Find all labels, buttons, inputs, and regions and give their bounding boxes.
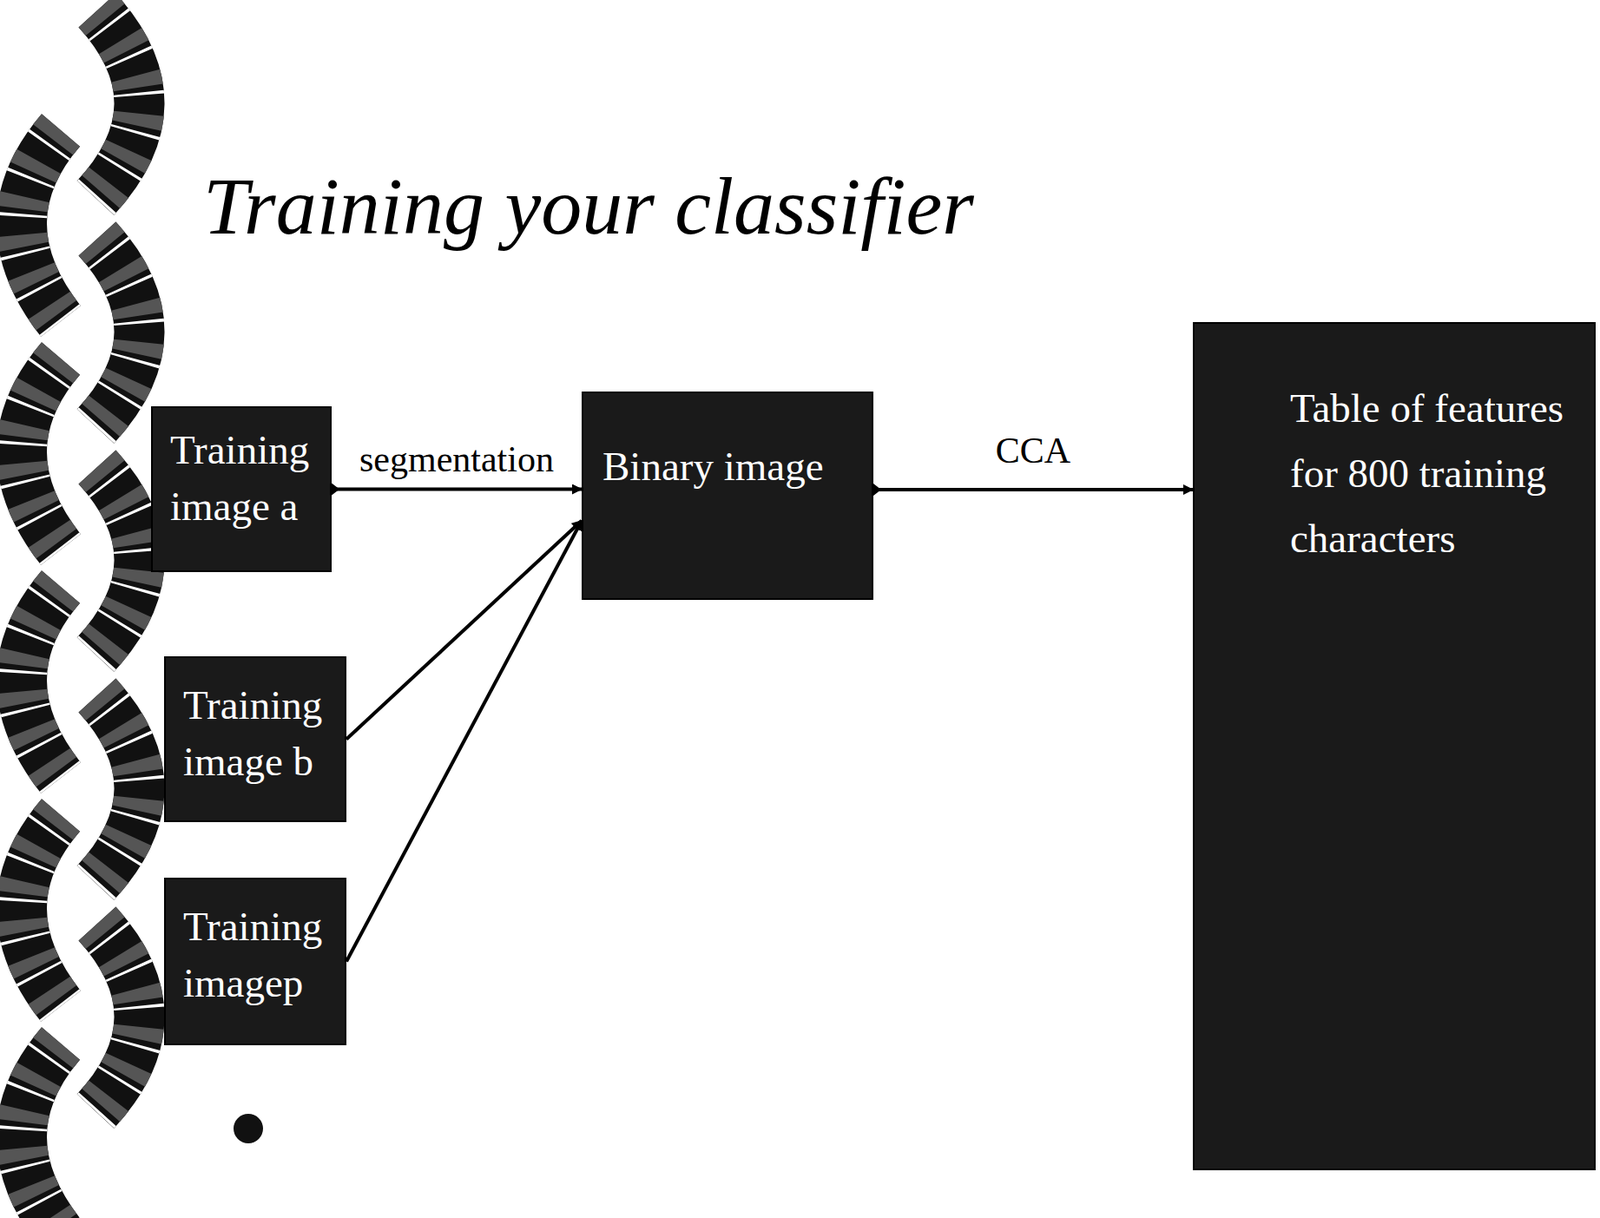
decorative-strip: [0, 0, 191, 1218]
process-box: Training image a: [151, 406, 332, 573]
box-label: Training image b: [183, 677, 335, 791]
bullet-dot: [233, 1113, 264, 1144]
box-label: Binary image: [602, 438, 862, 495]
process-box: Table of features for 800 training chara…: [1192, 322, 1596, 1171]
slide-title: Training your classifier: [203, 161, 975, 251]
box-label: Training image a: [170, 421, 320, 535]
box-label: Table of features for 800 training chara…: [1290, 375, 1584, 573]
connector-arrow: [346, 520, 582, 740]
connector-arrow: [331, 487, 582, 492]
edge-label: segmentation: [355, 439, 558, 480]
process-box: Binary image: [581, 391, 874, 600]
box-label: Training imagep: [183, 898, 335, 1012]
connector-arrow: [346, 520, 582, 962]
edge-label: CCA: [992, 430, 1074, 471]
fan-unit: [21, 923, 140, 1218]
process-box: Training imagep: [164, 877, 347, 1046]
process-box: Training image b: [164, 656, 347, 823]
connector-arrow: [873, 487, 1193, 492]
